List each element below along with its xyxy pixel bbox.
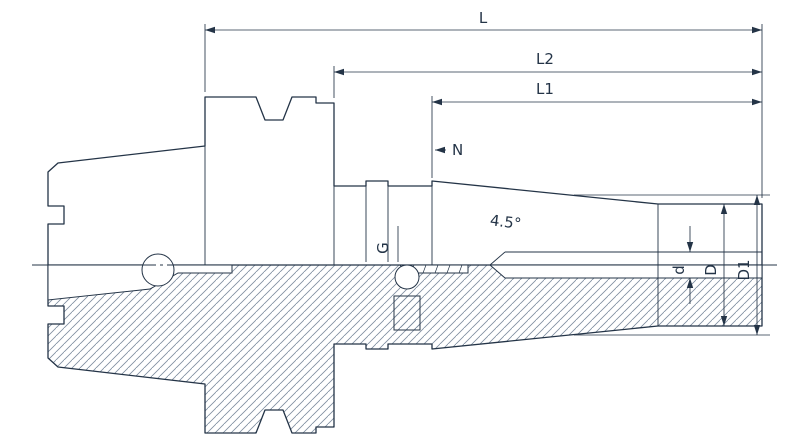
bore-upper-chamfer <box>489 251 506 266</box>
tool-bore <box>488 264 763 279</box>
dimension-labels: L L2 L1 N G 4.5° d D D1 <box>374 9 753 281</box>
dim-label-g: G <box>374 242 392 254</box>
dim-label-D1: D1 <box>735 259 753 280</box>
coolant-hole-circle <box>394 264 420 290</box>
dim-label-l2: L2 <box>536 50 554 68</box>
dim-label-d: d <box>670 265 688 275</box>
dim-label-l: L <box>479 9 488 27</box>
drive-hole-circle <box>141 253 175 287</box>
lower-section-body <box>47 264 763 434</box>
dim-label-n: N <box>452 141 463 159</box>
dim-label-taper-angle: 4.5° <box>489 211 522 233</box>
dim-label-l1: L1 <box>536 80 554 98</box>
dim-label-D: D <box>702 264 720 276</box>
part-outline <box>47 96 763 326</box>
set-screw <box>393 295 421 331</box>
upper-outline <box>47 96 763 265</box>
section-hatch <box>47 253 763 434</box>
dimension-lines <box>204 24 770 336</box>
